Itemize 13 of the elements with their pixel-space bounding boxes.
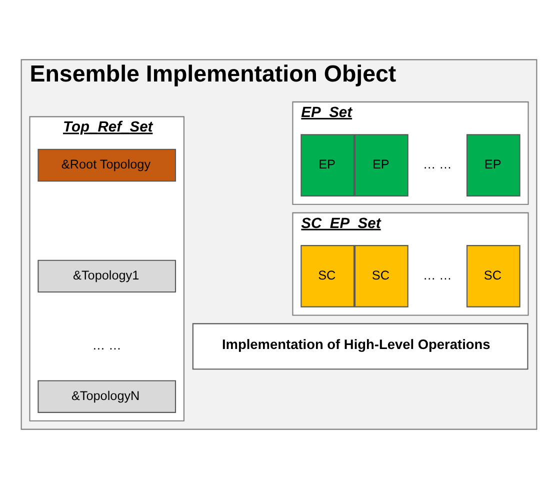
node-box: &Topology1 [38, 259, 176, 292]
node-box: EP [354, 134, 408, 196]
node-box: EP [300, 134, 355, 196]
node-box: EP [466, 134, 520, 196]
node-box: SC [466, 244, 520, 307]
node-box: SC [300, 244, 355, 307]
node-box: &TopologyN [38, 380, 176, 412]
label: … … [423, 157, 452, 172]
label: … … [423, 268, 452, 282]
label: … … [92, 338, 122, 352]
node-box: &Root Topology [38, 148, 176, 182]
node-box: SC [354, 244, 408, 307]
node-box: Implementation of High-Level Operations [192, 322, 528, 370]
